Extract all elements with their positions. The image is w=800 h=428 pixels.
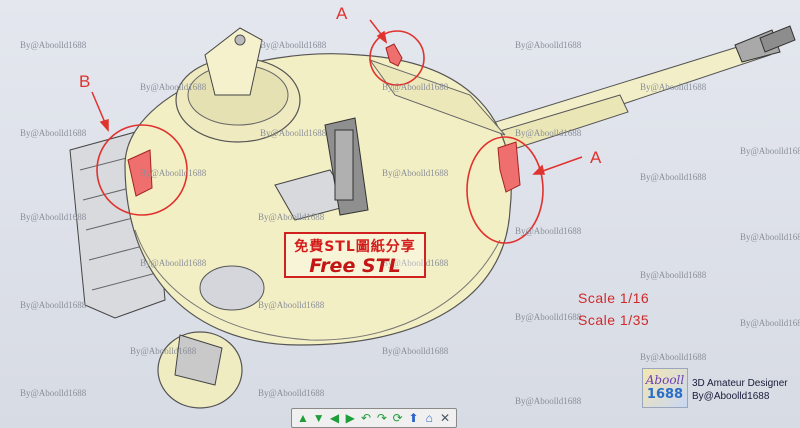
callout-label-a-top: A [336, 4, 348, 23]
watermark: By@Aboolld1688 [515, 396, 582, 406]
watermark: By@Aboolld1688 [740, 318, 800, 328]
watermark: By@Aboolld1688 [382, 258, 449, 268]
watermark: By@Aboolld1688 [20, 212, 87, 222]
callout-arrows [91, 19, 583, 175]
arrow-down-icon[interactable]: ▼ [312, 411, 325, 425]
watermark: By@Aboolld1688 [20, 388, 87, 398]
free-stl-banner: 免費STL圖紙分享 Free STL [284, 232, 426, 278]
watermark: By@Aboolld1688 [740, 232, 800, 242]
watermark: By@Aboolld1688 [130, 346, 197, 356]
watermark: By@Aboolld1688 [260, 40, 327, 50]
watermark: By@Aboolld1688 [140, 168, 207, 178]
watermark: By@Aboolld1688 [515, 312, 582, 322]
watermark: By@Aboolld1688 [260, 128, 327, 138]
author-credit: By@Aboolld1688 [692, 391, 770, 402]
banner-chinese-text: 免費STL圖紙分享 [294, 239, 416, 255]
watermark: By@Aboolld1688 [382, 82, 449, 92]
watermark: By@Aboolld1688 [740, 146, 800, 156]
watermark: By@Aboolld1688 [258, 388, 325, 398]
watermark: By@Aboolld1688 [515, 40, 582, 50]
watermark: By@Aboolld1688 [140, 258, 207, 268]
watermark: By@Aboolld1688 [140, 82, 207, 92]
roll-icon[interactable]: ⟳ [392, 411, 403, 425]
logo-bottom-text: 1688 [646, 387, 684, 402]
watermark: By@Aboolld1688 [515, 226, 582, 236]
watermark: By@Aboolld1688 [258, 300, 325, 310]
pistol-port [199, 265, 265, 311]
watermark: By@Aboolld1688 [382, 168, 449, 178]
brand-logo: Abooll 1688 [642, 368, 688, 408]
watermark: By@Aboolld1688 [640, 82, 707, 92]
watermark: By@Aboolld1688 [640, 270, 707, 280]
red-grab-handles [127, 43, 521, 197]
zoom-in-icon[interactable]: ⬆ [408, 411, 419, 425]
watermark: By@Aboolld1688 [640, 172, 707, 182]
designer-credit: 3D Amateur Designer [692, 378, 788, 389]
watermark: By@Aboolld1688 [640, 352, 707, 362]
watermark: By@Aboolld1688 [20, 40, 87, 50]
watermark: By@Aboolld1688 [382, 346, 449, 356]
home-view-icon[interactable]: ⌂ [425, 411, 433, 425]
callout-circles [96, 30, 544, 244]
view-toolbar: ▲ ▼ ◀ ▶ ↶ ↷ ⟳ ⬆ ⌂ ✕ [291, 408, 457, 428]
scale-label-1-35: Scale 1/35 [578, 312, 650, 328]
watermark: By@Aboolld1688 [20, 128, 87, 138]
watermark: By@Aboolld1688 [515, 128, 582, 138]
rotate-left-icon[interactable]: ↶ [361, 411, 372, 425]
callout-label-a-right: A [590, 148, 602, 167]
arrow-up-icon[interactable]: ▲ [296, 411, 309, 425]
watermark: By@Aboolld1688 [20, 300, 87, 310]
hatch-lid [157, 331, 243, 409]
arrow-left-icon[interactable]: ◀ [329, 411, 340, 425]
logo-top-text: Abooll [645, 373, 685, 387]
loader-hatch-opening [274, 117, 369, 221]
banner-english-text: Free STL [309, 255, 401, 277]
rotate-right-icon[interactable]: ↷ [376, 411, 387, 425]
commander-cupola [175, 27, 301, 143]
close-icon[interactable]: ✕ [440, 411, 451, 425]
watermark: By@Aboolld1688 [258, 212, 325, 222]
callout-label-b: B [79, 72, 91, 91]
arrow-right-icon[interactable]: ▶ [345, 411, 355, 425]
scale-label-1-16: Scale 1/16 [578, 290, 650, 306]
